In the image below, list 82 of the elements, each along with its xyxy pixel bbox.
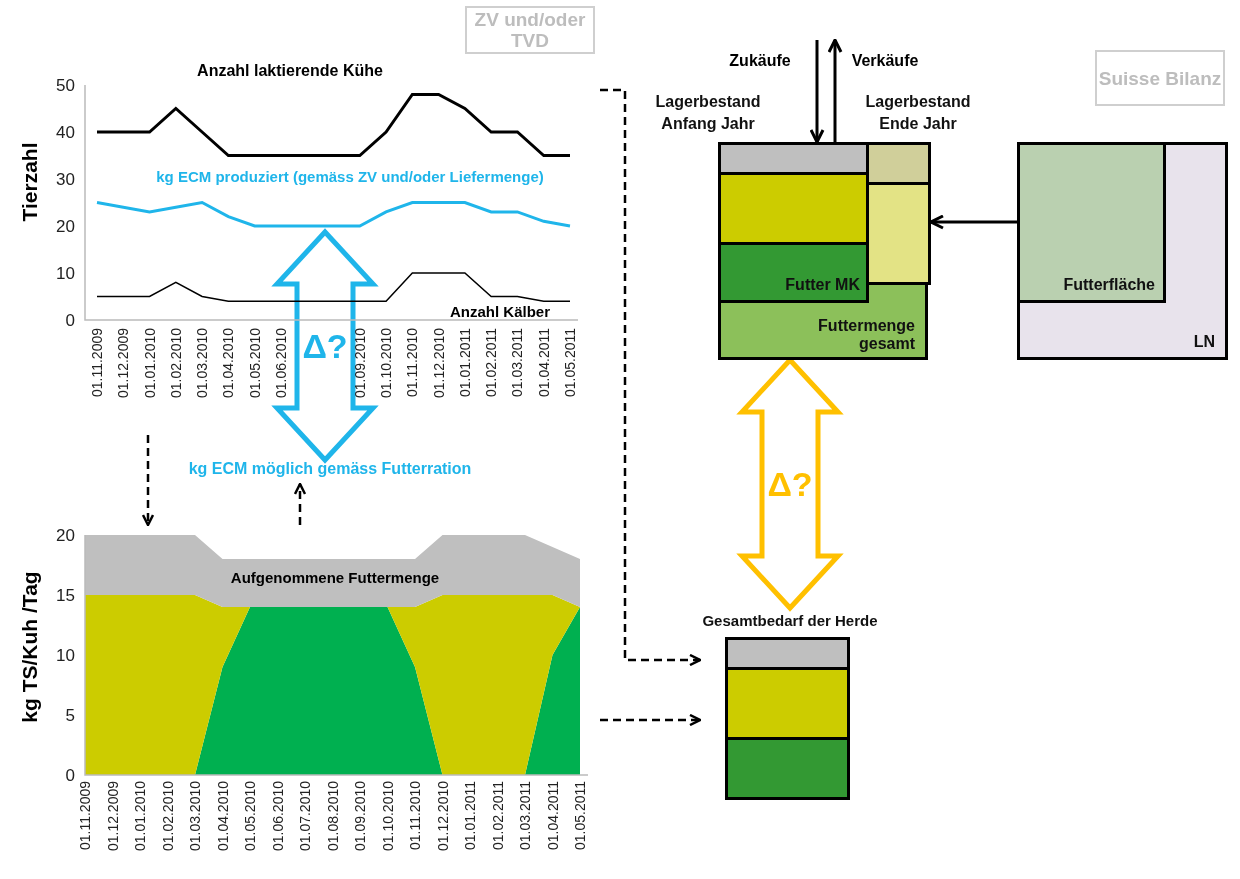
feed-segment bbox=[718, 242, 869, 303]
tick-label: 40 bbox=[56, 123, 75, 142]
series-label: Anzahl laktierende Kühe bbox=[196, 62, 384, 80]
tick-label: 5 bbox=[65, 706, 75, 725]
double-arrow bbox=[271, 228, 379, 464]
tick-label: 01.12.2009 bbox=[115, 328, 132, 399]
arrow bbox=[809, 40, 825, 144]
tick-label: 01.11.2009 bbox=[89, 328, 105, 398]
tick-label: 01.12.2009 bbox=[104, 781, 121, 852]
tick-label: 01.04.2011 bbox=[544, 781, 561, 851]
tick-label: 01.08.2010 bbox=[324, 781, 341, 852]
tick-label: 01.11.2009 bbox=[77, 781, 93, 851]
tick-label: 01.06.2010 bbox=[272, 328, 289, 399]
stock-segment bbox=[718, 172, 869, 245]
tick-label: 01.10.2010 bbox=[379, 781, 396, 852]
tick-label: 01.11.2010 bbox=[404, 328, 421, 398]
tick-label: 01.01.2011 bbox=[456, 328, 473, 398]
tick-label: 01.01.2010 bbox=[132, 781, 148, 852]
tick-label: 01.05.2011 bbox=[572, 781, 588, 851]
dashed-arrow bbox=[293, 482, 307, 525]
dashed-arrow bbox=[600, 713, 702, 727]
beside-label: Lagerbestand Ende Jahr bbox=[864, 92, 972, 134]
tick-label: 01.03.2010 bbox=[194, 328, 211, 399]
tick-label: 01.01.2010 bbox=[141, 328, 158, 399]
tick-label: 01.11.2010 bbox=[407, 781, 423, 851]
annotation: Aufgenommene Futtermenge bbox=[229, 569, 441, 586]
tick-label: 01.02.2010 bbox=[159, 781, 176, 852]
box-label: Futterfläche bbox=[1063, 276, 1155, 294]
demand-segment bbox=[725, 667, 850, 740]
tick-label: 01.12.2010 bbox=[434, 781, 451, 852]
tick-label: 01.07.2010 bbox=[297, 781, 313, 852]
tick-label: 0 bbox=[65, 766, 75, 785]
tick-label: 20 bbox=[56, 217, 75, 236]
edge-label: Δ? bbox=[767, 465, 813, 503]
beside-label: Lagerbestand Anfang Jahr bbox=[654, 92, 762, 134]
tick-label: 0 bbox=[65, 311, 75, 330]
series-label: Anzahl Kälber bbox=[449, 303, 551, 320]
edge-label: Δ? bbox=[302, 327, 348, 365]
tick-label: 01.05.2010 bbox=[246, 328, 263, 399]
tick-label: 01.12.2010 bbox=[430, 328, 447, 399]
tick-label: 01.09.2010 bbox=[352, 781, 368, 852]
dashed-arrow bbox=[141, 435, 155, 527]
tick-label: 01.02.2011 bbox=[483, 328, 500, 398]
tick-label: 10 bbox=[56, 646, 75, 665]
stock-segment bbox=[866, 182, 931, 285]
land-area-box bbox=[1017, 142, 1228, 360]
series-label: kg ECM produziert (gemäss ZV und/oder Liefermenge) bbox=[155, 168, 545, 185]
tick-label: 01.02.2010 bbox=[167, 328, 184, 399]
box-label: Futtermenge gesamt bbox=[817, 317, 915, 353]
tick-label: 20 bbox=[56, 526, 75, 545]
demand-segment bbox=[725, 737, 850, 800]
tick-label: 50 bbox=[56, 76, 75, 95]
stamp-label: Suisse Bilanz bbox=[1095, 50, 1225, 106]
tick-label: 01.10.2010 bbox=[378, 328, 395, 399]
box-label: Futter MK bbox=[785, 276, 860, 294]
tick-label: 01.09.2010 bbox=[351, 328, 368, 399]
heading: Gesamtbedarf der Herde bbox=[701, 612, 879, 629]
tick-label: 01.04.2010 bbox=[220, 328, 237, 399]
stamp-label: ZV und/oder TVD bbox=[465, 6, 595, 54]
dashed-arrow bbox=[600, 88, 702, 667]
tick-label: 15 bbox=[56, 586, 75, 605]
edge-label: Verkäufe bbox=[850, 52, 920, 70]
arrow bbox=[929, 214, 1017, 230]
tick-label: 10 bbox=[56, 264, 75, 283]
tick-label: 01.03.2011 bbox=[517, 781, 533, 851]
axis-title: kg TS/Kuh /Tag bbox=[18, 570, 42, 725]
tick-label: 01.05.2010 bbox=[242, 781, 258, 852]
axis-title: Tierzahl bbox=[18, 141, 42, 224]
tick-label: 01.03.2011 bbox=[509, 328, 526, 398]
tick-label: 30 bbox=[56, 170, 75, 189]
tick-label: 01.02.2011 bbox=[489, 781, 506, 851]
tick-label: 01.03.2010 bbox=[187, 781, 203, 852]
tick-label: 01.01.2011 bbox=[462, 781, 478, 851]
feed-area-box bbox=[1017, 142, 1166, 303]
tick-label: 01.05.2011 bbox=[562, 328, 578, 398]
tick-label: 01.06.2010 bbox=[269, 781, 286, 852]
tick-label: 01.04.2011 bbox=[535, 328, 552, 398]
chart-caption: kg ECM möglich gemäss Futterration bbox=[130, 460, 530, 484]
edge-label: Zukäufe bbox=[728, 52, 792, 70]
arrow bbox=[827, 38, 843, 142]
box-label: LN bbox=[1193, 333, 1215, 351]
tick-label: 01.04.2010 bbox=[214, 781, 231, 852]
